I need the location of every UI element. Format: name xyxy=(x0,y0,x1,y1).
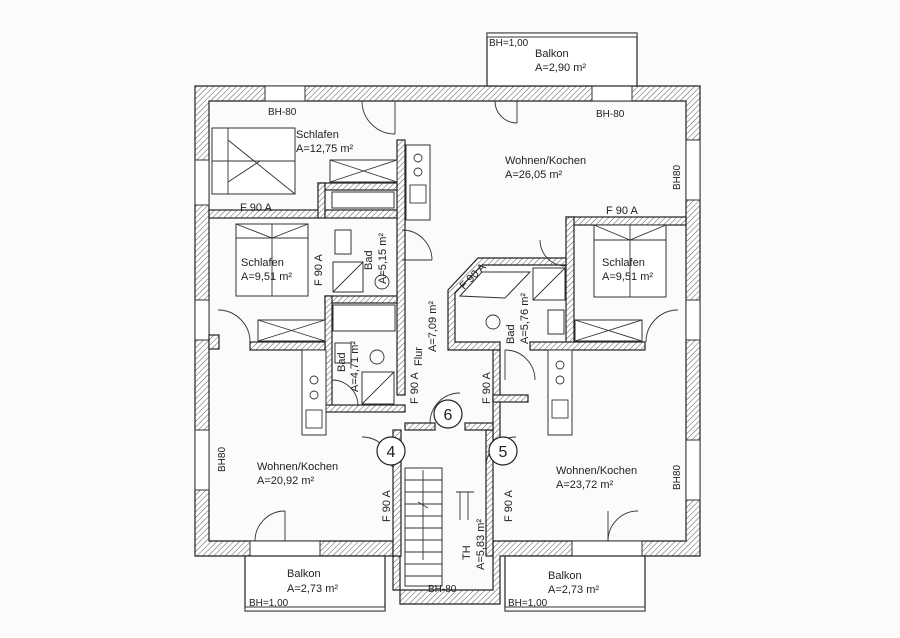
unit-markers: 4 5 6 xyxy=(376,399,518,466)
f90a-flur-e: F 90 A xyxy=(481,372,493,404)
bath-fixtures xyxy=(331,191,566,405)
schlafen-w-area: A=9,51 m² xyxy=(241,271,292,283)
bh-label-e-bottom: BH80 xyxy=(672,465,683,490)
bh-label-e-top: BH80 xyxy=(672,165,683,190)
f90a-bath-n: F 90 A xyxy=(313,254,325,286)
schlafen-e-name: Schlafen xyxy=(602,257,645,269)
wohnen-sw-area: A=20,92 m² xyxy=(257,475,315,487)
balcony-se-area: A=2,73 m² xyxy=(548,584,599,596)
wohnen-sw-name: Wohnen/Kochen xyxy=(257,461,338,473)
balcony-top-area: A=2,90 m² xyxy=(535,62,586,74)
balcony-sw: Balkon A=2,73 m² BH=1,00 xyxy=(244,555,386,612)
unit-6-number: 6 xyxy=(444,407,453,424)
bad-w-name: Bad xyxy=(336,352,348,372)
unit-5-number: 5 xyxy=(499,444,508,461)
windows xyxy=(194,85,701,557)
balcony-top-bh: BH=1,00 xyxy=(489,38,529,49)
balcony-se-name: Balkon xyxy=(548,570,582,582)
f90a-stair-e: F 90 A xyxy=(503,490,515,522)
wardrobes xyxy=(257,159,643,342)
f90a-ne: F 90 A xyxy=(606,205,638,217)
unit-6-circle xyxy=(433,399,463,429)
schlafen-e-area: A=9,51 m² xyxy=(602,271,653,283)
wohnen-se-area: A=23,72 m² xyxy=(556,479,614,491)
stairs xyxy=(404,467,474,587)
schlafen-w-name: Schlafen xyxy=(241,257,284,269)
f90a-stair-w: F 90 A xyxy=(381,490,393,522)
bad-n-area: A=5,15 m² xyxy=(377,233,389,284)
bad-w-area: A=4,71 m² xyxy=(349,341,361,392)
interior-walls xyxy=(208,139,687,557)
unit-5-circle xyxy=(488,436,518,466)
unit-4-number: 4 xyxy=(387,444,396,461)
balcony-sw-bh: BH=1,00 xyxy=(249,598,289,609)
bh-label-nw: BH-80 xyxy=(268,107,297,118)
schlafen-nw-name: Schlafen xyxy=(296,129,339,141)
beds xyxy=(211,127,667,298)
wohnen-ne-area: A=26,05 m² xyxy=(505,169,563,181)
schlafen-nw-area: A=12,75 m² xyxy=(296,143,354,155)
flur-area: A=7,09 m² xyxy=(427,301,439,352)
balcony-sw-name: Balkon xyxy=(287,568,321,580)
bh-label-w: BH80 xyxy=(217,447,228,472)
room-labels: Schlafen A=12,75 m² Wohnen/Kochen A=26,0… xyxy=(241,129,653,570)
kitchens xyxy=(301,144,573,436)
th-name: TH xyxy=(461,545,473,560)
balcony-top-name: Balkon xyxy=(535,48,569,60)
wohnen-se-name: Wohnen/Kochen xyxy=(556,465,637,477)
f90a-flur-w: F 90 A xyxy=(409,372,421,404)
balcony-top: BH=1,00 Balkon A=2,90 m² xyxy=(486,32,638,124)
unit-4-circle xyxy=(376,436,406,466)
balcony-se-bh: BH=1,00 xyxy=(508,598,548,609)
bad-n-name: Bad xyxy=(363,250,375,270)
wohnen-ne-name: Wohnen/Kochen xyxy=(505,155,586,167)
balcony-se: Balkon A=2,73 m² BH=1,00 xyxy=(504,555,646,612)
th-area: A=5,83 m² xyxy=(475,519,487,570)
bh-label-ne: BH-80 xyxy=(596,109,625,120)
bh-label-stair: BH-80 xyxy=(428,584,457,595)
flur-name: Flur xyxy=(413,347,425,366)
bad-c-name: Bad xyxy=(505,324,517,344)
bad-c-area: A=5,76 m² xyxy=(519,293,531,344)
f90a-nw: F 90 A xyxy=(240,202,272,214)
balcony-sw-area: A=2,73 m² xyxy=(287,583,338,595)
